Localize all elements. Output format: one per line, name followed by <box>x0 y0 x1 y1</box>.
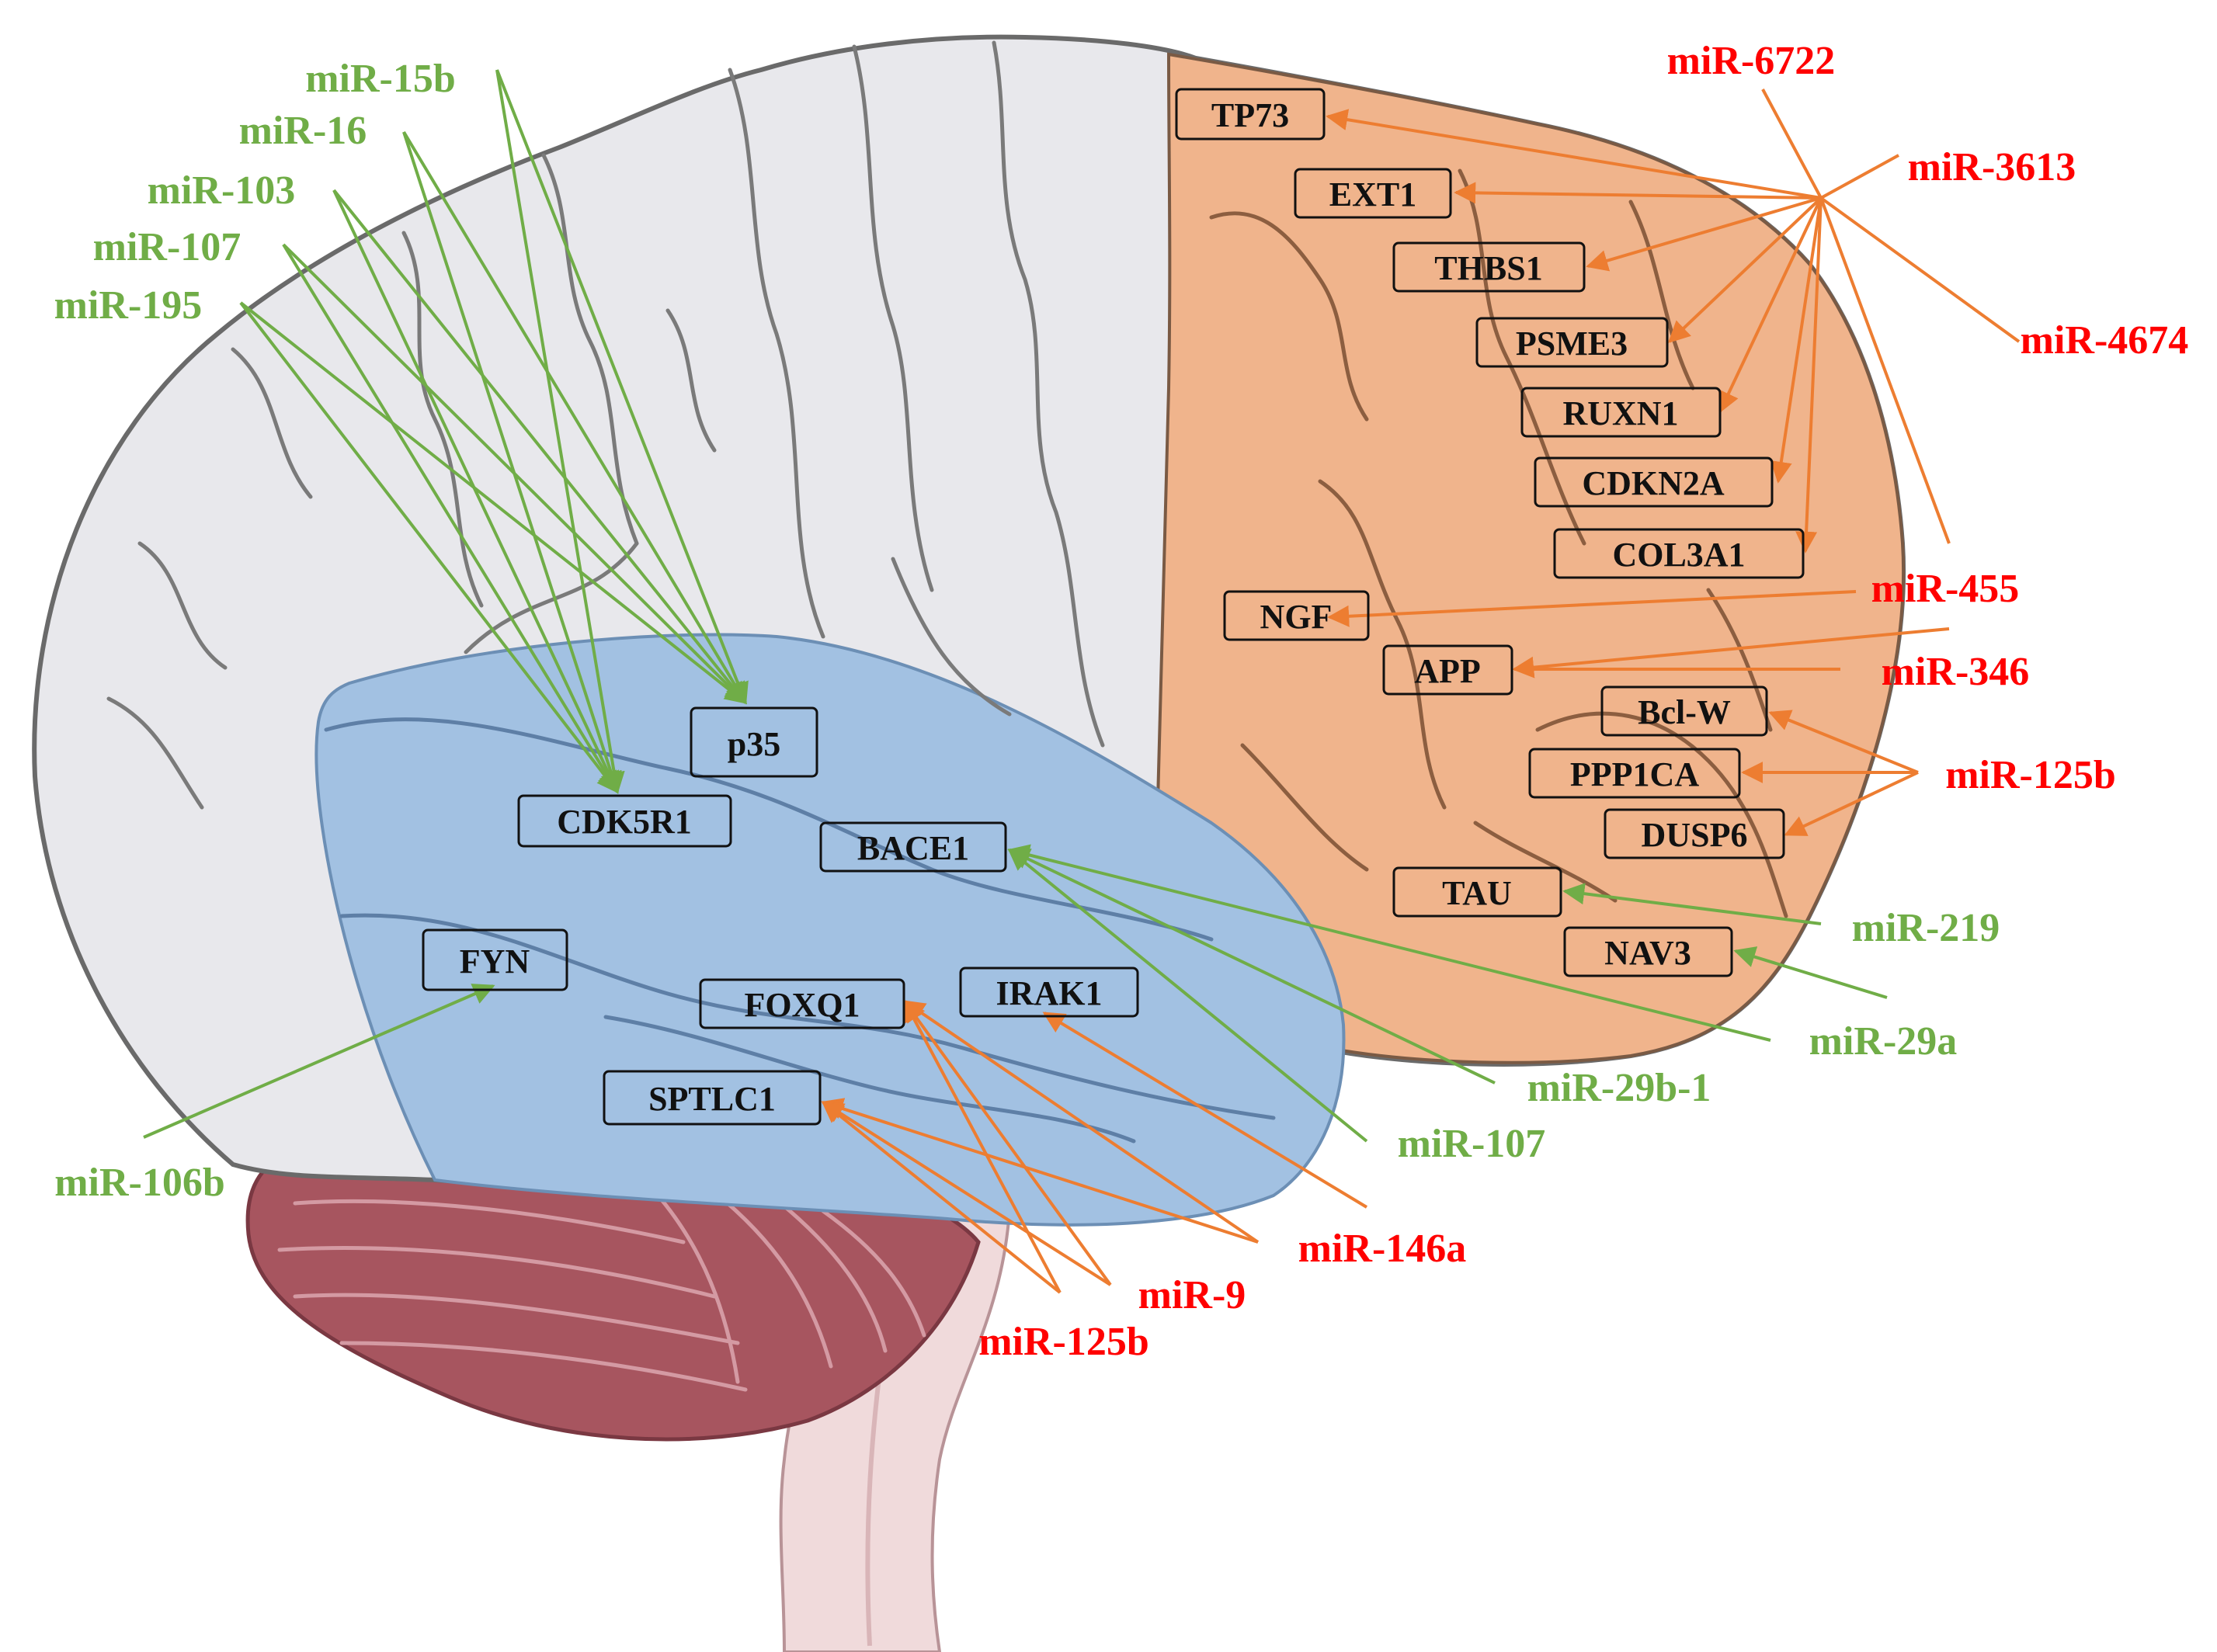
mirna-mir455: miR-455 <box>1871 567 2020 611</box>
gene-ppp1ca-label: PPP1CA <box>1570 755 1699 793</box>
gene-ngf-label: NGF <box>1260 598 1333 636</box>
gene-foxq1-label: FOXQ1 <box>744 986 860 1024</box>
mirna-labels: miR-15b miR-16 miR-103 miR-107 miR-195 m… <box>54 39 2189 1364</box>
gene-fyn: FYN <box>422 928 568 991</box>
gene-col3a1-label: COL3A1 <box>1612 536 1745 574</box>
gene-dusp6: DUSP6 <box>1604 808 1785 859</box>
gene-ext1: EXT1 <box>1294 168 1452 219</box>
gene-cdkn2a: CDKN2A <box>1534 456 1774 508</box>
gene-p35: p35 <box>690 706 818 778</box>
gene-irak1-label: IRAK1 <box>996 974 1103 1012</box>
gene-p35-label: p35 <box>728 725 780 763</box>
orange-links-hub <box>1326 88 2021 554</box>
mirna-mir107-top: miR-107 <box>93 225 242 269</box>
mirna-mir29a: miR-29a <box>1809 1019 1958 1064</box>
gene-psme3-label: PSME3 <box>1516 324 1628 363</box>
gene-nav3-label: NAV3 <box>1604 934 1691 972</box>
mirna-mir9: miR-9 <box>1138 1273 1246 1317</box>
gene-thbs1: THBS1 <box>1392 241 1586 293</box>
gene-bclw-label: Bcl-W <box>1638 693 1731 731</box>
mirna-mir4674: miR-4674 <box>2021 318 2189 363</box>
gene-ppp1ca: PPP1CA <box>1528 748 1741 799</box>
gene-irak1: IRAK1 <box>959 967 1139 1018</box>
gene-foxq1: FOXQ1 <box>699 978 905 1029</box>
mirna-mir219: miR-219 <box>1852 906 2000 950</box>
mirna-mir15b: miR-15b <box>305 57 456 101</box>
mirna-mir146a: miR-146a <box>1298 1227 1467 1271</box>
mirna-mir106b: miR-106b <box>54 1161 225 1205</box>
gene-app: APP <box>1382 644 1513 696</box>
gene-ext1-label: EXT1 <box>1329 175 1416 213</box>
gene-ruxn1-label: RUXN1 <box>1562 394 1678 432</box>
gene-fyn-label: FYN <box>460 942 530 980</box>
mirna-mir29b1: miR-29b-1 <box>1527 1066 1711 1110</box>
gene-tau: TAU <box>1392 866 1562 918</box>
cortex-sulci <box>106 40 1105 810</box>
temporal-lobe <box>314 633 1346 1227</box>
gene-nav3: NAV3 <box>1563 926 1733 977</box>
orange-links-right <box>1327 590 1950 836</box>
gene-thbs1-label: THBS1 <box>1434 249 1542 287</box>
green-links-right <box>143 844 1888 1143</box>
gene-cdk5r1-label: CDK5R1 <box>557 803 692 841</box>
mirna-mir3613: miR-3613 <box>1908 145 2076 189</box>
mirna-mir125b-bottom: miR-125b <box>978 1320 1149 1364</box>
gene-bace1-label: BACE1 <box>857 829 969 867</box>
mirna-mir6722: miR-6722 <box>1667 39 1836 83</box>
gene-sptlc1-label: SPTLC1 <box>648 1080 776 1118</box>
gene-tau-label: TAU <box>1442 874 1512 912</box>
orange-links-bottom <box>821 999 1368 1294</box>
gene-ngf: NGF <box>1223 590 1370 641</box>
mirna-mir107-bottom: miR-107 <box>1398 1122 1546 1166</box>
gene-tp73: TP73 <box>1175 88 1326 141</box>
mirna-mir195: miR-195 <box>54 283 203 328</box>
gene-ruxn1: RUXN1 <box>1520 387 1722 438</box>
mirna-mir125b-right: miR-125b <box>1945 753 2116 797</box>
mirna-mir16: miR-16 <box>239 109 367 153</box>
gene-bace1: BACE1 <box>819 821 1007 873</box>
gene-tp73-label: TP73 <box>1211 96 1289 134</box>
temporal-sulci <box>324 717 1276 1144</box>
gene-col3a1: COL3A1 <box>1553 528 1805 579</box>
mirna-mir346: miR-346 <box>1882 650 2030 694</box>
gene-bclw: Bcl-W <box>1600 685 1768 737</box>
green-links-top-left <box>239 69 749 794</box>
gene-sptlc1: SPTLC1 <box>603 1070 822 1126</box>
gene-dusp6-label: DUSP6 <box>1642 816 1748 854</box>
frontal-sulci <box>1209 168 1788 918</box>
mirna-mir103: miR-103 <box>148 168 296 213</box>
brain-illustration <box>32 34 1906 1652</box>
gene-cdkn2a-label: CDKN2A <box>1582 464 1725 502</box>
gene-psme3: PSME3 <box>1475 317 1669 368</box>
gene-labels: TP73 EXT1 THBS1 PSME3 RUXN1 CDKN2A COL3A… <box>422 88 1805 1126</box>
gene-cdk5r1: CDK5R1 <box>517 794 732 848</box>
gene-app-label: APP <box>1414 652 1481 690</box>
